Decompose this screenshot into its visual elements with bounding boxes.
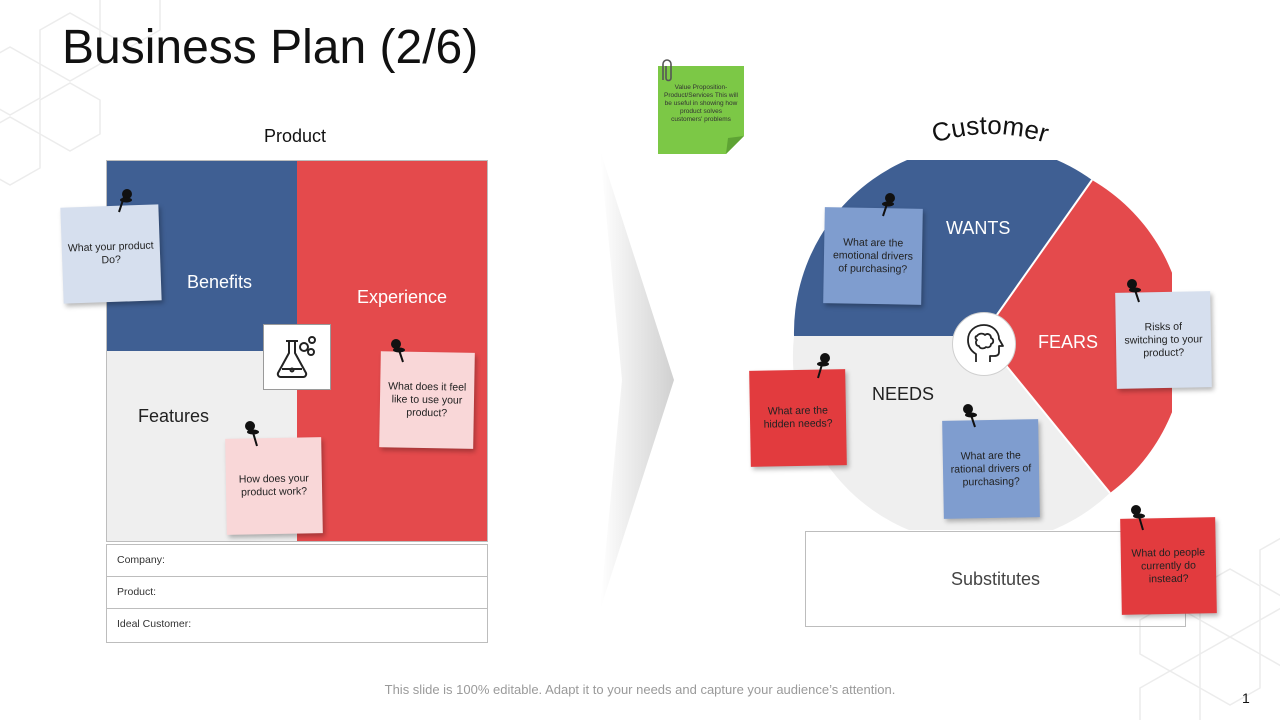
rational-drivers-sticky-note: What are the rational drivers of purchas… bbox=[942, 419, 1040, 519]
hexagon-pattern-top-left bbox=[0, 0, 161, 186]
fears-segment bbox=[982, 180, 1172, 493]
pushpin-icon bbox=[118, 189, 132, 213]
pushpin-icon bbox=[391, 339, 405, 363]
flask-icon bbox=[276, 336, 316, 378]
benefits-label: Benefits bbox=[187, 272, 253, 292]
brain-head-icon bbox=[967, 324, 1004, 362]
paperclip-icon bbox=[662, 59, 672, 82]
benefits-note-text: What your product Do? bbox=[67, 239, 154, 267]
product-row: Product: bbox=[107, 577, 487, 609]
fears-note-text: Risks of switching to your product? bbox=[1124, 320, 1203, 359]
pushpin-icon bbox=[963, 404, 977, 428]
slide-title: Business Plan (2/6) bbox=[62, 21, 479, 74]
pushpin-icon bbox=[1131, 505, 1145, 531]
product-info-table: Company: Product: Ideal Customer: bbox=[106, 544, 488, 643]
ideal-customer-row: Ideal Customer: bbox=[117, 618, 192, 630]
experience-note-text: What does it feel like to use your produ… bbox=[388, 379, 467, 419]
product-heading: Product bbox=[264, 126, 327, 146]
pushpin-icon bbox=[245, 421, 259, 447]
features-note-text: How does your product work? bbox=[238, 472, 309, 499]
benefits-sticky-note: What your product Do? bbox=[60, 204, 162, 304]
rational-drivers-note-text: What are the rational drivers of purchas… bbox=[950, 448, 1032, 488]
hidden-needs-sticky-note: What are the hidden needs? bbox=[749, 369, 847, 467]
features-sticky-note: How does your product work? bbox=[225, 437, 323, 535]
svg-text:Customer: Customer bbox=[928, 110, 1052, 149]
fears-label: FEARS bbox=[1038, 332, 1099, 352]
brain-head-icon-circle bbox=[952, 312, 1016, 376]
wants-label: WANTS bbox=[946, 218, 1011, 238]
product-canvas-frame bbox=[106, 160, 488, 542]
features-label: Features bbox=[138, 406, 210, 426]
experience-label: Experience bbox=[357, 287, 448, 307]
substitutes-label: Substitutes bbox=[950, 568, 1041, 589]
hidden-needs-note-text: What are the hidden needs? bbox=[763, 404, 833, 431]
company-row: Company: bbox=[107, 545, 487, 577]
pushpin-icon bbox=[817, 353, 830, 379]
flask-icon-box bbox=[263, 324, 331, 390]
value-proposition-text: Value Proposition- Product/Services This… bbox=[664, 84, 738, 123]
needs-label: NEEDS bbox=[872, 384, 935, 404]
pushpin-icon bbox=[882, 193, 895, 217]
substitutes-note-text: What do people currently do instead? bbox=[1131, 545, 1206, 585]
wants-note-text: What are the emotional drivers of purcha… bbox=[832, 235, 914, 276]
wants-sticky-note: What are the emotional drivers of purcha… bbox=[823, 207, 923, 305]
pushpin-icon bbox=[1127, 279, 1141, 303]
chevron-divider bbox=[600, 150, 674, 610]
page-number: 1 bbox=[1242, 690, 1250, 706]
footer-note: This slide is 100% editable. Adapt it to… bbox=[384, 682, 896, 697]
value-proposition-note: Value Proposition- Product/Services This… bbox=[658, 66, 744, 154]
customer-heading: Customer bbox=[928, 110, 1052, 149]
